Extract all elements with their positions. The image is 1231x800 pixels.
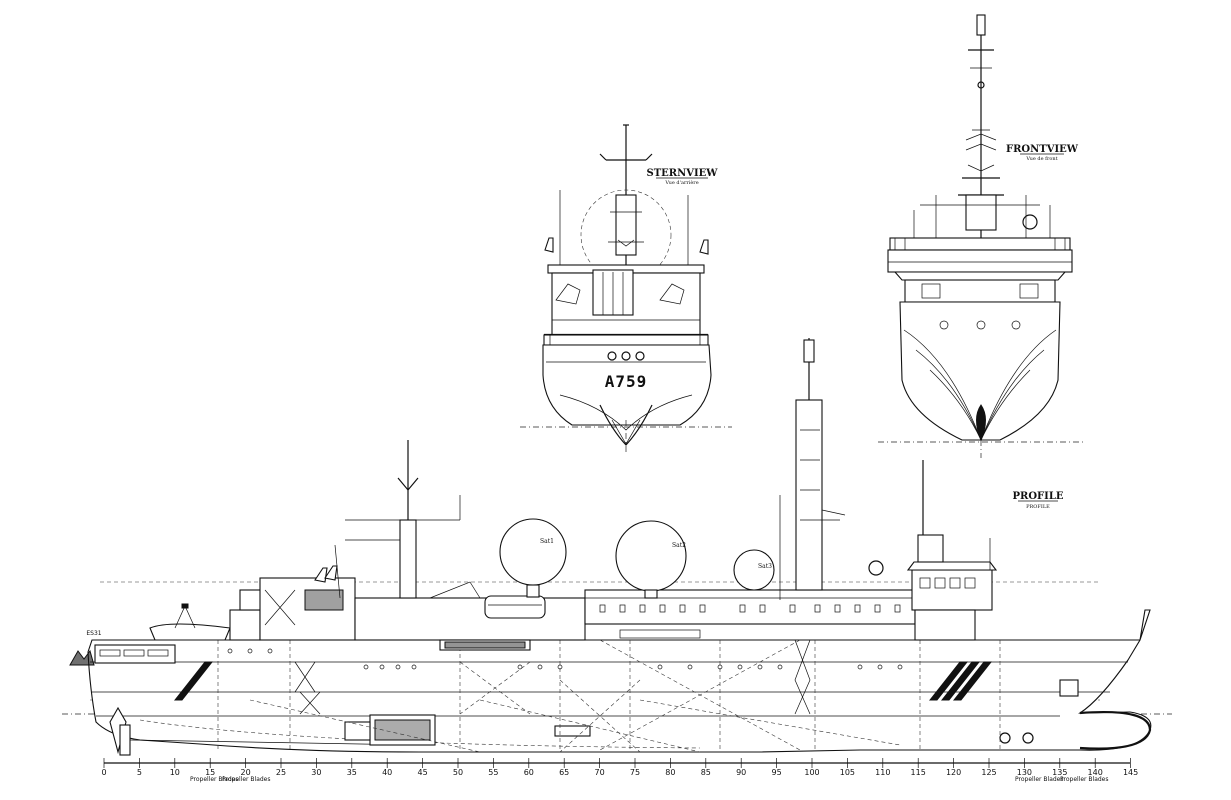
frame-scale: 0 5 10 15 20 25 30 35 40 45 50 55 60 65 70 75 80 85 90 95 10… bbox=[101, 758, 1138, 777]
frame-tick-label: 40 bbox=[382, 768, 392, 777]
frame-tick-label: 45 bbox=[418, 768, 428, 777]
frame-lines bbox=[217, 640, 1001, 752]
frame-tick-label: 145 bbox=[1123, 768, 1138, 777]
superstructure-windows bbox=[599, 604, 901, 613]
frame-tick-label: 60 bbox=[524, 768, 534, 777]
dome-3-label: Sat3 bbox=[758, 563, 772, 570]
frame-tick-label: 5 bbox=[137, 768, 142, 777]
dome-2-label: Sat2 bbox=[672, 542, 686, 549]
frame-tick-label: 100 bbox=[804, 768, 819, 777]
stern-view-subtitle: Vue d'arrière bbox=[664, 179, 698, 186]
frame-tick-label: 120 bbox=[946, 768, 961, 777]
satellite-domes: Sat1 Sat2 Sat3 bbox=[499, 518, 775, 599]
propeller-label-2: Propeller Blades bbox=[222, 776, 271, 783]
profile-subtitle: PROFILE bbox=[1026, 504, 1050, 510]
propeller-label-1: Propeller Blades bbox=[190, 776, 239, 783]
frame-tick-label: 90 bbox=[736, 768, 746, 777]
stern-view-title: STERNVIEW bbox=[646, 168, 718, 179]
frame-tick-label: 115 bbox=[911, 768, 926, 777]
propeller-labels: Propeller Blades Propeller Blades Propel… bbox=[190, 776, 1109, 783]
stern-view: STERNVIEW Vue d'arrière bbox=[520, 124, 732, 452]
frame-tick-label: 105 bbox=[840, 768, 855, 777]
frame-tick-label: 15 bbox=[205, 768, 215, 777]
frame-tick-label: 130 bbox=[1017, 768, 1032, 777]
propeller-label-4: Propeller Blades bbox=[1060, 776, 1109, 783]
frame-tick-label: 0 bbox=[101, 768, 106, 777]
stern-station-label: ES31 bbox=[86, 630, 101, 637]
frame-tick-label: 140 bbox=[1088, 768, 1103, 777]
frame-tick-label: 70 bbox=[595, 768, 605, 777]
frame-tick-label: 55 bbox=[488, 768, 498, 777]
frame-tick-label: 135 bbox=[1052, 768, 1067, 777]
front-view-title: FRONTVIEW bbox=[1006, 144, 1079, 155]
frame-tick-label: 85 bbox=[701, 768, 711, 777]
frame-tick-label: 25 bbox=[276, 768, 286, 777]
front-view: FRONTVIEW Vue de front bbox=[878, 14, 1086, 458]
frame-tick-label: 80 bbox=[665, 768, 675, 777]
front-view-subtitle: Vue de front bbox=[1025, 156, 1057, 162]
frame-tick-label: 35 bbox=[347, 768, 357, 777]
frame-tick-label: 30 bbox=[311, 768, 321, 777]
frame-tick-label: 65 bbox=[559, 768, 569, 777]
frame-tick-label: 50 bbox=[453, 768, 463, 777]
profile-title: PROFILE bbox=[1013, 491, 1064, 502]
frame-tick-label: 10 bbox=[170, 768, 180, 777]
frame-tick-label: 75 bbox=[630, 768, 640, 777]
frame-tick-label: 95 bbox=[772, 768, 782, 777]
profile-view: PROFILE PROFILE ES31 bbox=[62, 338, 1172, 783]
propeller-label-3: Propeller Blades bbox=[1015, 776, 1064, 783]
frame-tick-label: 20 bbox=[241, 768, 251, 777]
pennant-number: A759 bbox=[605, 372, 648, 391]
frame-tick-label: 110 bbox=[875, 768, 890, 777]
dome-1-label: Sat1 bbox=[540, 538, 554, 545]
frame-tick-label: 125 bbox=[981, 768, 996, 777]
